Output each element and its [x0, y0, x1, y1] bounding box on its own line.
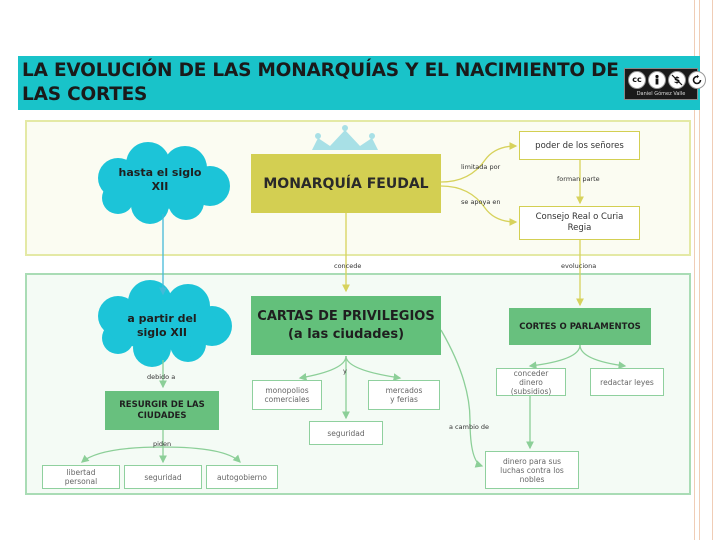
by-icon [648, 71, 666, 89]
consejo-real-box: Consejo Real o Curia Regia [519, 206, 640, 240]
page-title: LA EVOLUCIÓN DE LAS MONARQUÍAS Y EL NACI… [22, 60, 619, 105]
title-banner: LA EVOLUCIÓN DE LAS MONARQUÍAS Y EL NACI… [18, 56, 706, 110]
cortes-parlamentos-box: CORTES O PARLAMENTOS [509, 308, 651, 345]
evoluciona-label: evoluciona [561, 262, 597, 270]
debido-a-label: debido a [147, 373, 176, 381]
border-line-2 [699, 0, 700, 540]
svg-text:$: $ [674, 76, 680, 86]
poder-senores-box: poder de los señores [519, 131, 640, 160]
limitada-por-label: limitada por [461, 163, 501, 171]
border-line-3 [712, 0, 713, 540]
cc-icon: cc [628, 71, 646, 89]
se-apoya-en-label: se apoya en [461, 198, 501, 206]
crown-icon [312, 125, 378, 150]
mercados-ferias-box: mercados y ferias [368, 380, 440, 410]
cartas-title-line1: CARTAS DE PRIVILEGIOS [257, 308, 435, 324]
cloud-hasta-siglo-xii [98, 142, 230, 224]
piden-label: piden [153, 440, 172, 448]
forman-parte-label: forman parte [557, 175, 600, 183]
concede-label: concede [334, 262, 362, 270]
seguridad-box-2: seguridad [309, 421, 383, 445]
y-label: y [343, 367, 347, 375]
monarquia-feudal-box: MONARQUÍA FEUDAL [251, 154, 441, 213]
libertad-personal-box: libertad personal [42, 465, 120, 489]
license-badge[interactable]: cc $ Daniel Gómez Valle [624, 68, 706, 100]
border-line-1 [694, 0, 695, 540]
license-author: Daniel Gómez Valle [636, 91, 686, 97]
autogobierno-box: autogobierno [206, 465, 278, 489]
cloud-a-partir-siglo-xii [98, 280, 232, 367]
a-cambio-de-label: a cambio de [449, 423, 490, 431]
redactar-leyes-box: redactar leyes [590, 368, 664, 396]
monopolios-box: monopolios comerciales [252, 380, 322, 410]
resurgir-ciudades-box: RESURGIR DE LAS CIUDADES [105, 391, 219, 430]
conceder-dinero-box: conceder dinero (subsidios) [496, 368, 566, 396]
dinero-luchas-box: dinero para sus luchas contra los nobles [485, 451, 579, 489]
cartas-privilegios-box: CARTAS DE PRIVILEGIOS (a las ciudades) [251, 296, 441, 355]
seguridad-box-1: seguridad [124, 465, 202, 489]
cloud-a-partir-siglo-xii-text: a partir del siglo XII [127, 312, 197, 339]
cloud-hasta-siglo-xii-text: hasta el siglo XII [118, 166, 202, 193]
nc-icon: $ [668, 71, 686, 89]
sa-icon [688, 71, 706, 89]
cartas-title-line2: (a las ciudades) [287, 326, 405, 342]
